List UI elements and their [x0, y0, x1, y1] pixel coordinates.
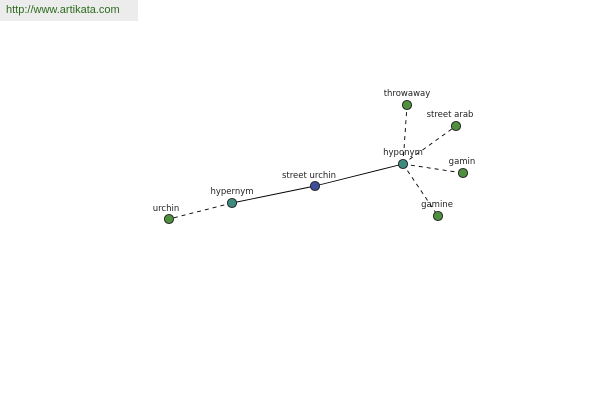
- labels-layer: street urchin hypernym hyponym urchin throwa…: [153, 89, 476, 214]
- node-label-hyponym: hyponym: [383, 148, 423, 158]
- edge-hypernym-to-urchin: [168, 202, 233, 220]
- edge-hyponym-to-gamin: [402, 163, 464, 174]
- node-label-street-urchin: street urchin: [282, 171, 336, 181]
- node-label-street-arab: street arab: [427, 110, 474, 120]
- edge-street-urchin-to-hyponym: [314, 163, 404, 187]
- node-gamin[interactable]: [457, 167, 469, 179]
- node-label-throwaway: throwaway: [384, 89, 431, 99]
- node-hypernym[interactable]: [226, 197, 238, 209]
- edges-layer: [168, 104, 464, 220]
- node-throwaway[interactable]: [401, 99, 413, 111]
- edge-hyponym-to-gamine: [402, 163, 439, 217]
- node-urchin[interactable]: [163, 213, 175, 225]
- node-label-hypernym: hypernym: [210, 187, 253, 197]
- nodes-layer: [163, 99, 469, 225]
- node-label-gamin: gamin: [449, 157, 476, 167]
- node-label-gamine: gamine: [421, 200, 453, 210]
- source-url-link[interactable]: http://www.artikata.com: [0, 0, 138, 21]
- node-hyponym[interactable]: [397, 158, 409, 170]
- node-label-urchin: urchin: [153, 204, 180, 214]
- node-street-arab[interactable]: [450, 120, 462, 132]
- node-street-urchin[interactable]: [309, 180, 321, 192]
- node-gamine[interactable]: [432, 210, 444, 222]
- edge-street-urchin-to-hypernym: [231, 185, 316, 204]
- edge-hyponym-to-throwaway: [402, 104, 408, 165]
- edge-hyponym-to-street-arab: [402, 125, 457, 165]
